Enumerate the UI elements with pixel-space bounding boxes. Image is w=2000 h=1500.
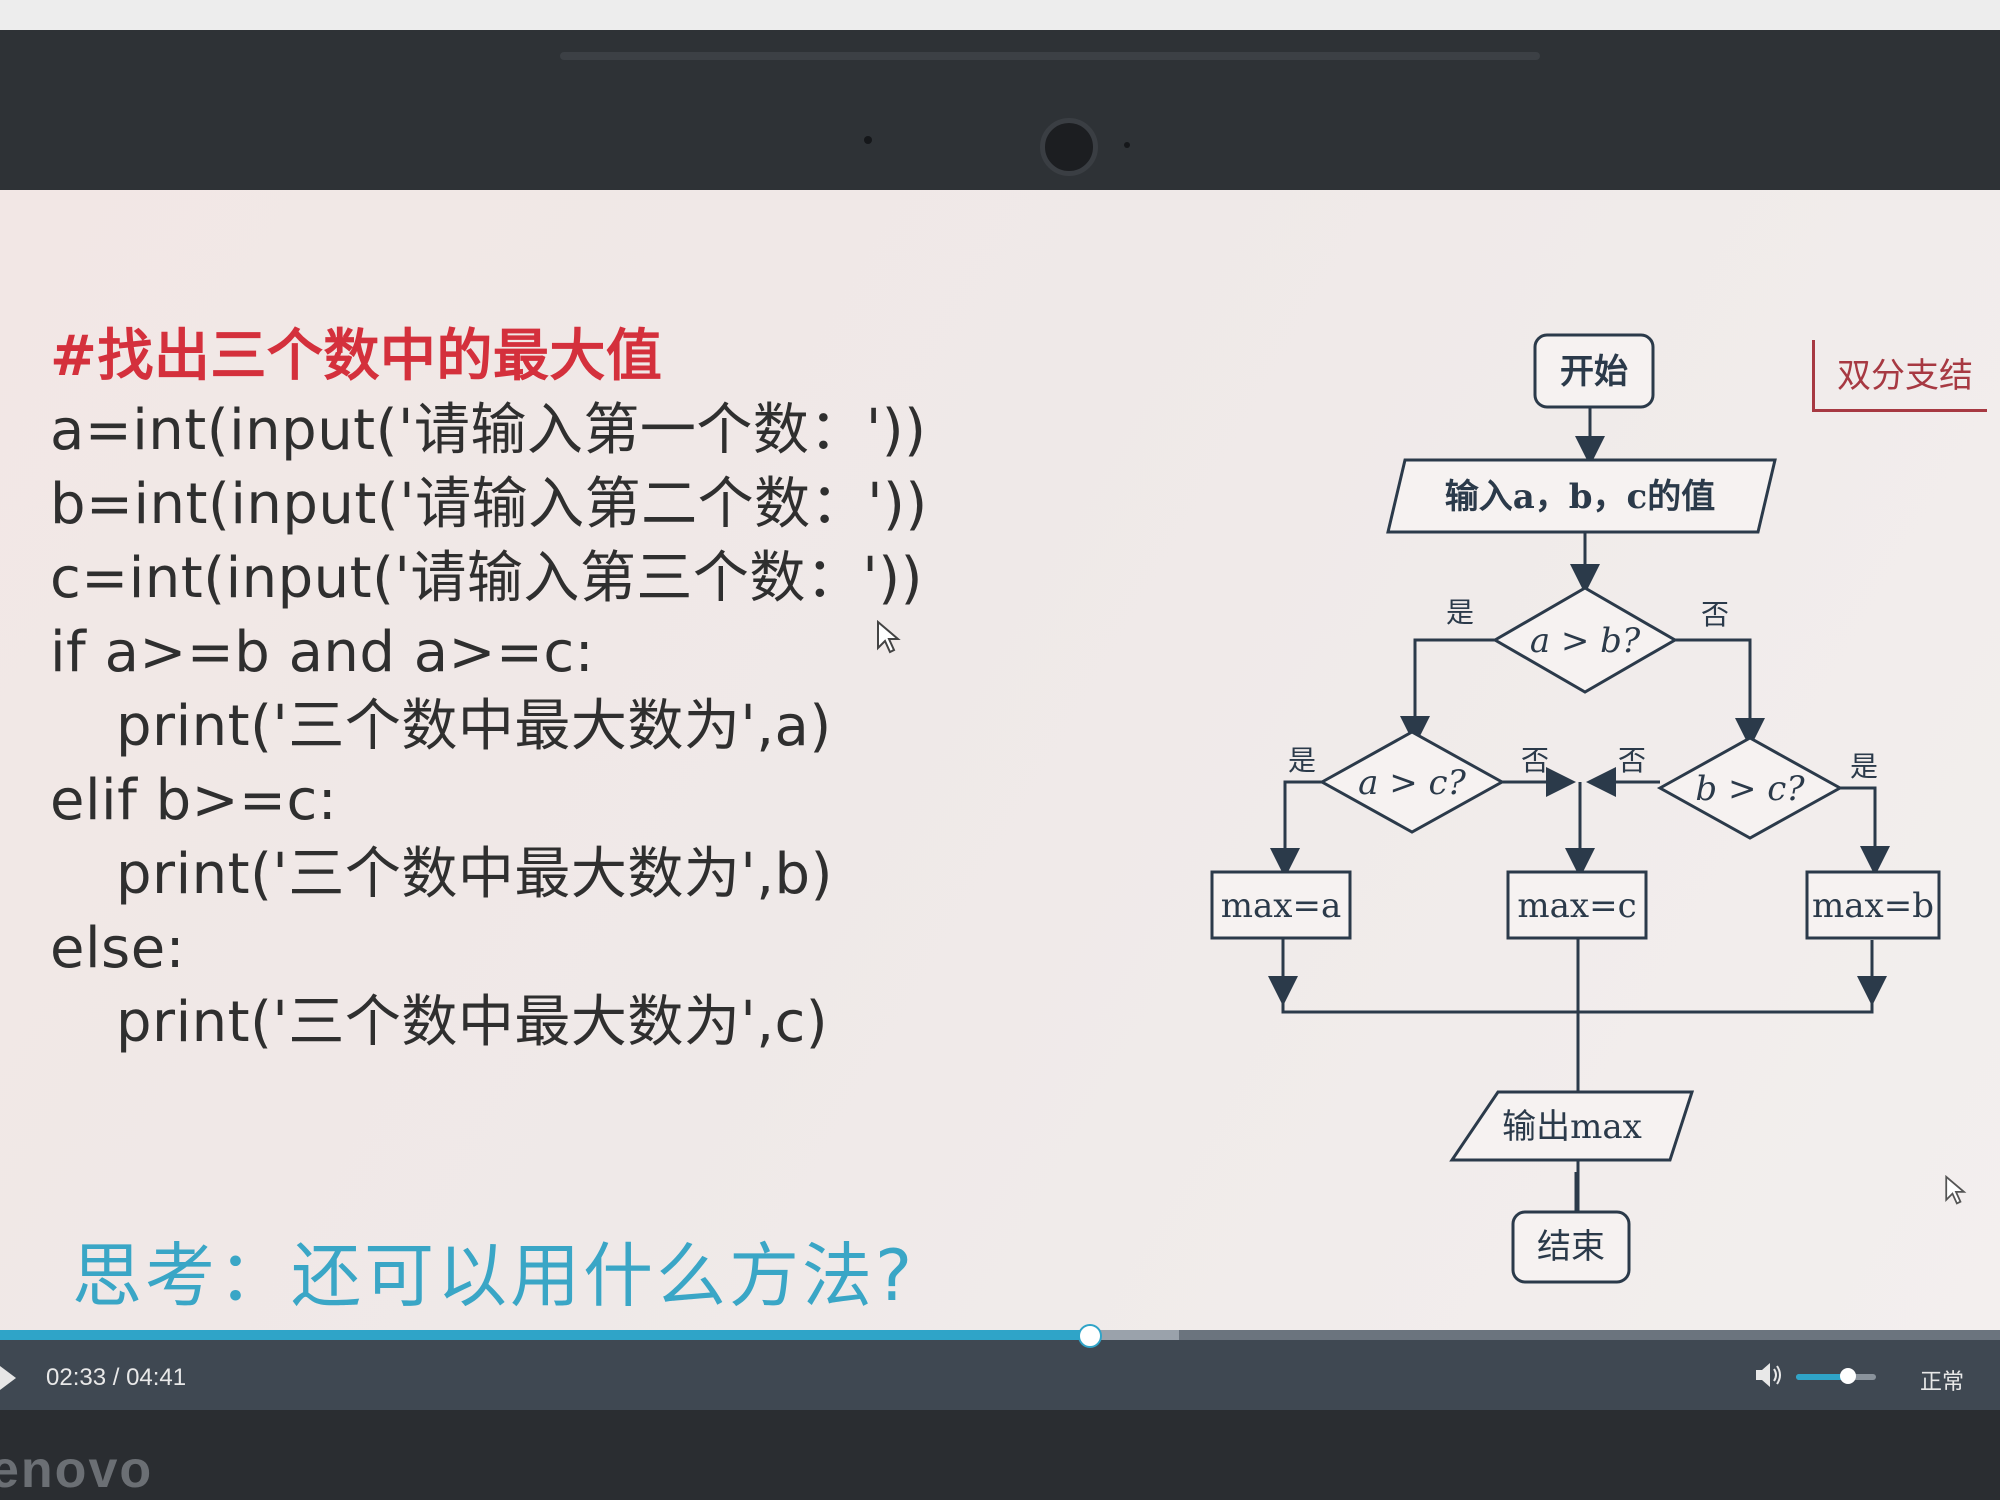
edge-ac-yes xyxy=(1270,780,1322,878)
webcam-indicator-left xyxy=(864,136,872,144)
progress-handle[interactable] xyxy=(1078,1324,1102,1348)
yes-label: 是 xyxy=(1288,744,1316,777)
play-icon[interactable] xyxy=(0,1366,16,1390)
start-node xyxy=(1533,333,1655,409)
code-line: c=int(input('请输入第三个数：')) xyxy=(50,546,923,611)
decision-ac xyxy=(1318,730,1506,834)
laptop-bottom-bezel xyxy=(0,1410,2000,1500)
end-label: 结束 xyxy=(1537,1227,1605,1267)
code-block: #找出三个数中的最大值 a=int(input('请输入第一个数：')) b=i… xyxy=(50,320,928,1060)
code-line: elif b>=c: xyxy=(50,768,338,833)
no-label: 否 xyxy=(1521,744,1549,777)
max-b-label: max=b xyxy=(1812,886,1934,926)
webcam-indicator-right xyxy=(1124,142,1130,148)
code-line: print('三个数中最大数为',c) xyxy=(116,990,829,1055)
playback-speed[interactable]: 正常 xyxy=(1920,1370,1965,1395)
cond-ab-label: a > b? xyxy=(1530,621,1641,661)
code-line: a=int(input('请输入第一个数：')) xyxy=(50,398,927,463)
max-c-node xyxy=(1506,870,1648,940)
end-node xyxy=(1511,1210,1631,1284)
volume-handle[interactable] xyxy=(1840,1368,1856,1384)
decision-bc xyxy=(1656,736,1844,840)
yes-label: 是 xyxy=(1446,596,1474,629)
no-label: 否 xyxy=(1701,598,1729,631)
cond-bc-label: b > c? xyxy=(1695,769,1805,809)
volume-fill xyxy=(1796,1374,1848,1380)
webcam xyxy=(1040,118,1098,176)
edge-bc-yes xyxy=(1840,786,1890,876)
code-line: else: xyxy=(50,916,186,981)
decision-ab xyxy=(1492,586,1678,694)
start-label: 开始 xyxy=(1560,352,1628,392)
flowchart: 开始 输入a，b，c的值 a > b? a > c? b > c? max=a … xyxy=(1210,333,1941,1284)
brand-logo: enovo xyxy=(0,1441,154,1499)
max-a-label: max=a xyxy=(1221,886,1341,926)
section-label: 双分支结 xyxy=(1812,340,1987,412)
volume-icon[interactable] xyxy=(1752,1358,1786,1392)
max-b-node xyxy=(1805,870,1941,940)
code-line: print('三个数中最大数为',a) xyxy=(116,694,832,759)
think-question: 思考：还可以用什么方法? xyxy=(72,1235,916,1317)
cond-ac-label: a > c? xyxy=(1358,763,1466,803)
edge-ab-yes xyxy=(1400,638,1495,746)
code-line: if a>=b and a>=c: xyxy=(50,620,595,685)
code-comment: #找出三个数中的最大值 xyxy=(50,324,663,389)
output-label: 输出max xyxy=(1502,1107,1642,1147)
mouse-cursor xyxy=(877,620,901,654)
input-node xyxy=(1386,458,1777,534)
code-line: print('三个数中最大数为',b) xyxy=(116,842,833,907)
mouse-cursor-2 xyxy=(1945,1175,1967,1205)
volume-slider[interactable] xyxy=(1796,1368,1876,1384)
laptop-top-bezel xyxy=(0,30,2000,220)
max-a-node xyxy=(1210,870,1352,940)
output-node xyxy=(1449,1090,1695,1162)
bezel-lip xyxy=(560,52,1540,60)
progress-track[interactable] xyxy=(0,1324,2000,1348)
input-label: 输入a，b，c的值 xyxy=(1445,477,1716,517)
max-c-label: max=c xyxy=(1517,886,1636,926)
video-controls: 02:33 / 04:41 正常 xyxy=(0,1324,2000,1410)
no-label: 否 xyxy=(1618,744,1646,777)
video-screen: #找出三个数中的最大值 a=int(input('请输入第一个数：')) b=i… xyxy=(0,190,2000,1340)
yes-label: 是 xyxy=(1850,750,1878,783)
code-line: b=int(input('请输入第二个数：')) xyxy=(50,472,928,537)
time-display: 02:33 / 04:41 xyxy=(46,1364,187,1391)
edge-ab-no xyxy=(1675,638,1765,748)
progress-fill xyxy=(0,1330,1089,1340)
